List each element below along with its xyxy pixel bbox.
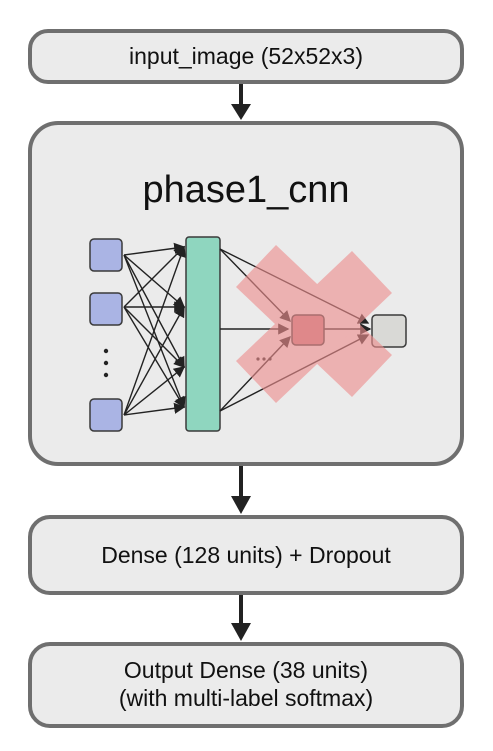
input-connections	[123, 242, 186, 416]
input-layer	[89, 238, 123, 432]
dense-node-label: Dense (128 units) + Dropout	[101, 541, 391, 568]
arrow-dense-to-output	[231, 595, 251, 641]
cnn-node: phase1_cnn	[28, 121, 464, 466]
arrow-cnn-to-dense	[231, 466, 251, 514]
input-neuron	[89, 238, 123, 272]
input-neuron	[89, 398, 123, 432]
neural-network-icon	[89, 236, 407, 432]
ellipsis-dot	[103, 348, 109, 354]
output-node-line1: Output Dense (38 units)	[123, 657, 369, 684]
input-node-label: input_image (52x52x3)	[129, 43, 363, 69]
cnn-node-title: phase1_cnn	[142, 169, 350, 211]
dense-node: Dense (128 units) + Dropout	[28, 515, 464, 595]
arrow-input-to-cnn	[231, 84, 251, 120]
input-node: input_image (52x52x3)	[28, 29, 464, 84]
input-neuron	[89, 292, 123, 326]
ellipsis-dot	[103, 360, 109, 366]
output-neuron	[371, 314, 407, 348]
remove-cross-icon	[236, 245, 392, 403]
output-node: Output Dense (38 units) (with multi-labe…	[28, 642, 464, 728]
ellipsis-dot	[103, 372, 109, 378]
output-node-line2: (with multi-label softmax)	[118, 685, 374, 711]
hidden-layer	[185, 236, 221, 432]
